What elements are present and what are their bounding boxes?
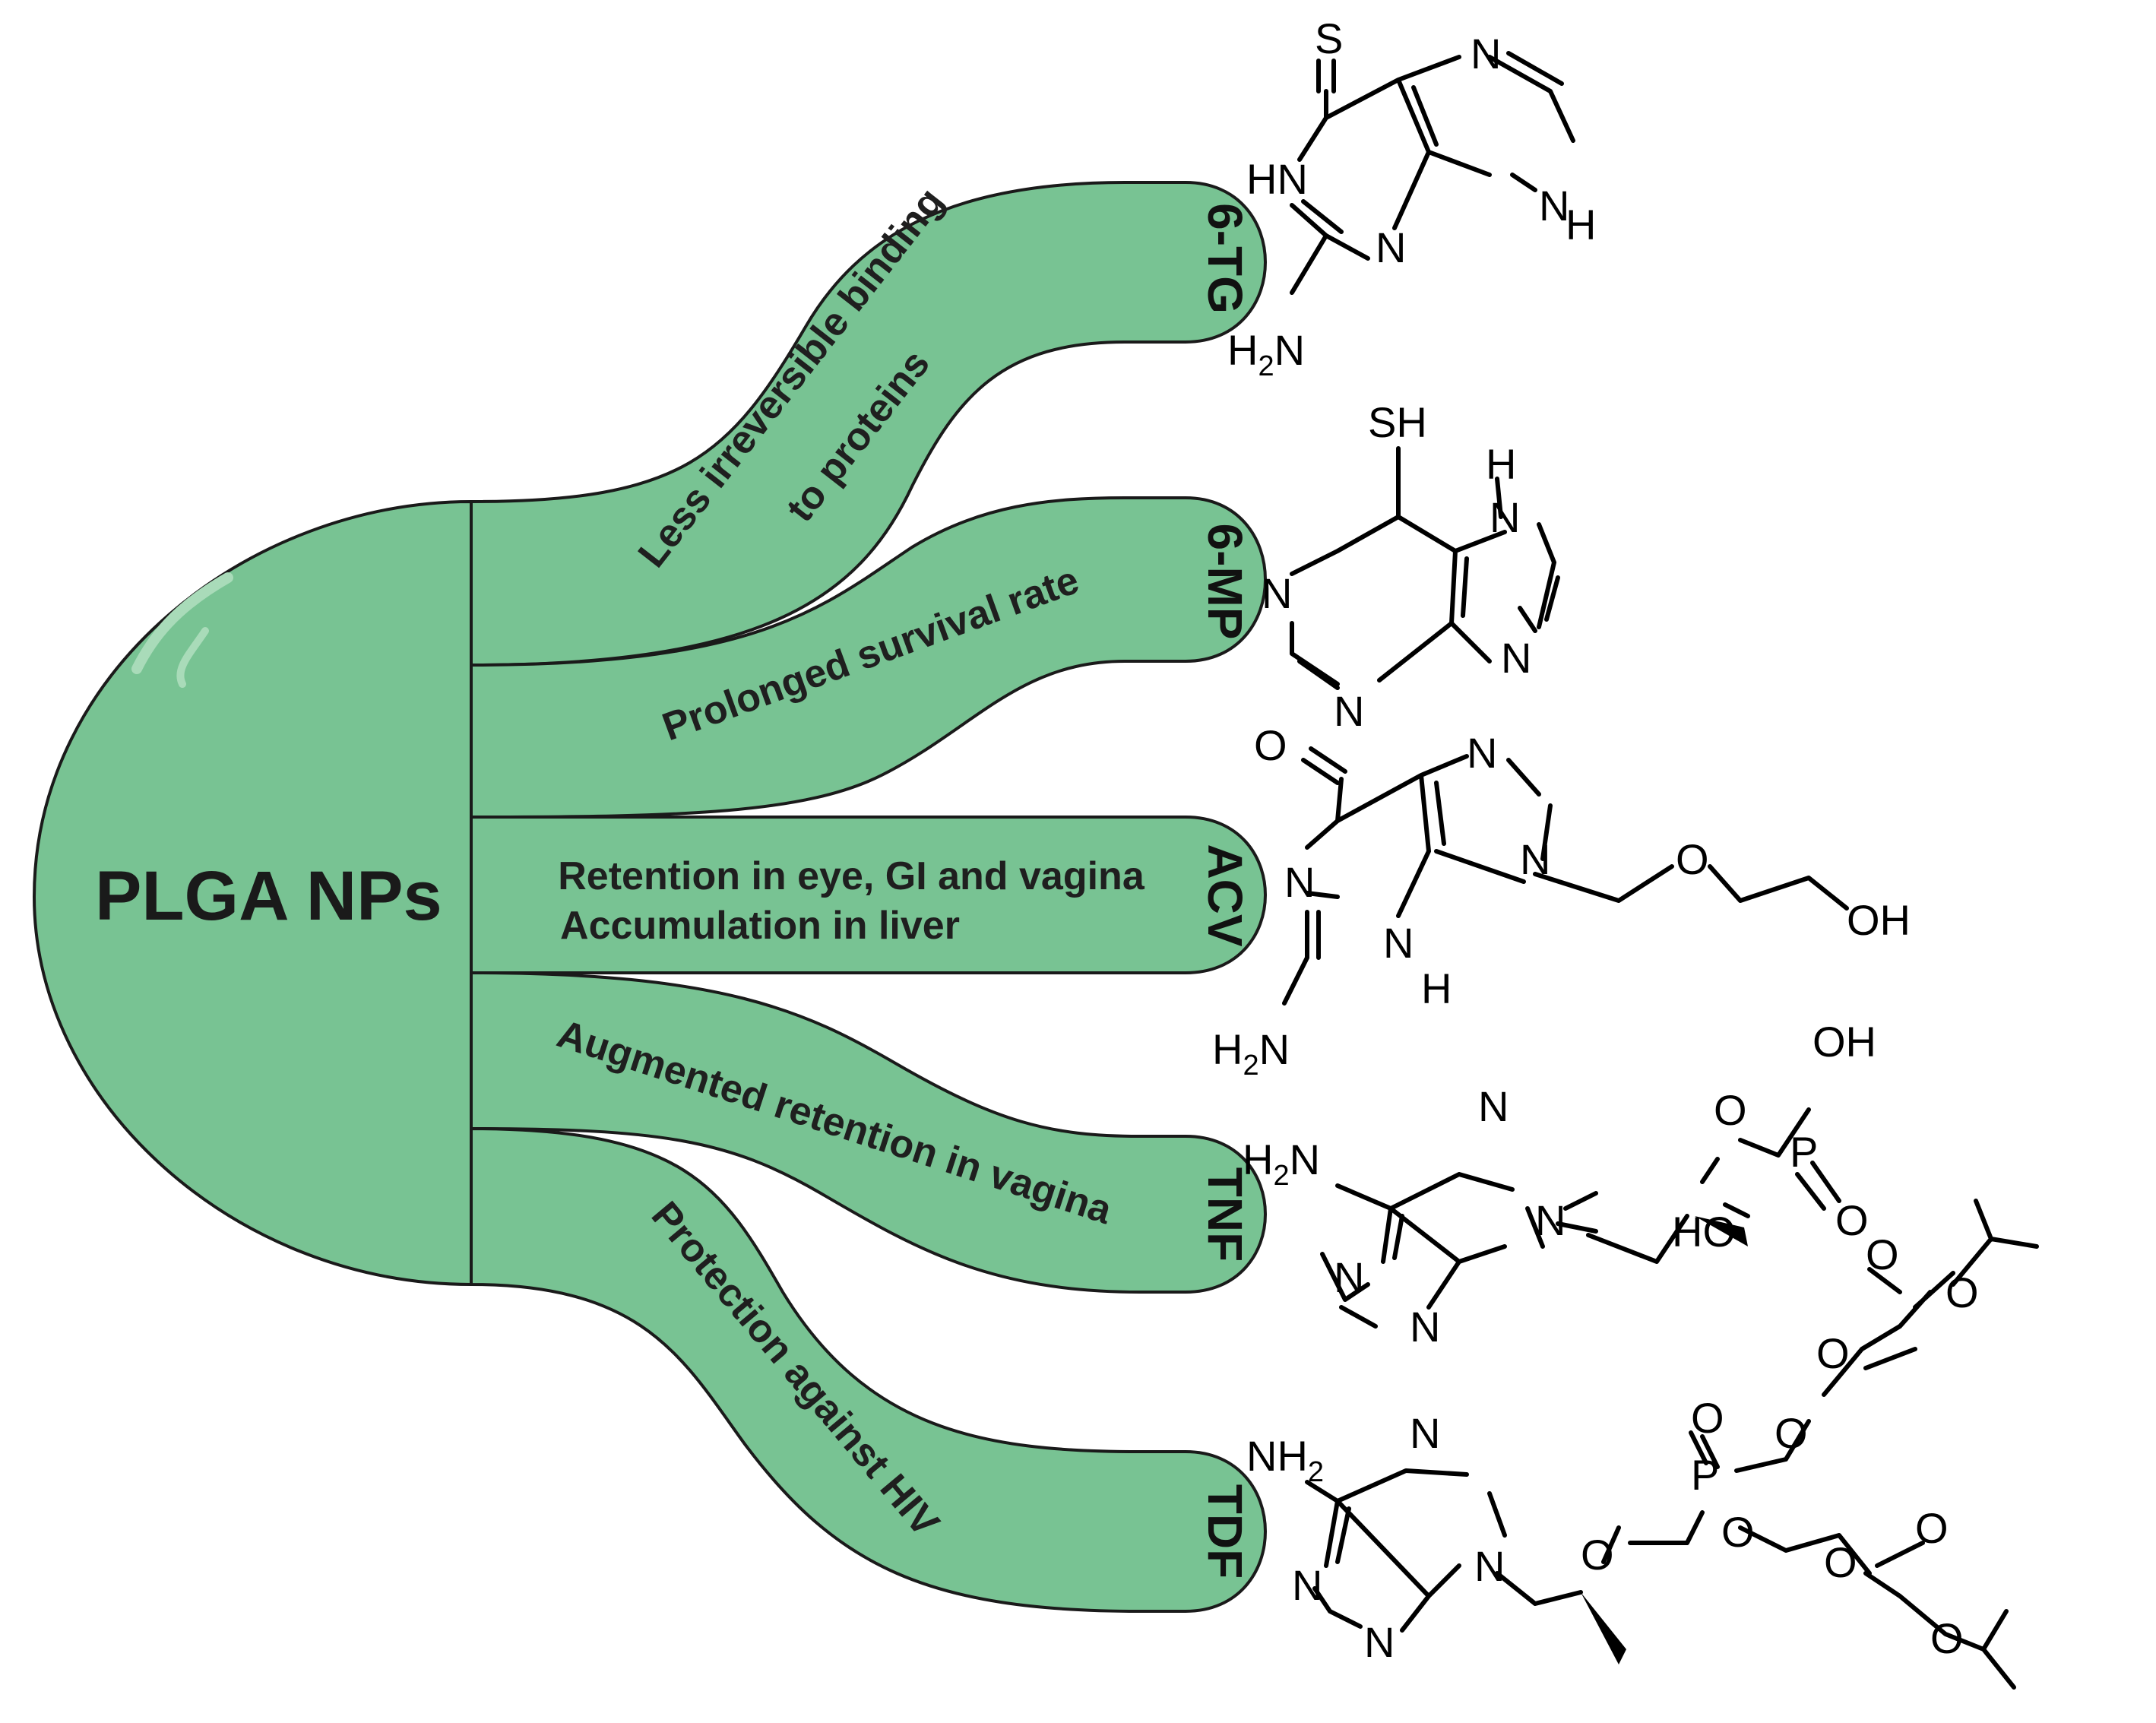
drug-label-6mp: 6-MP	[1198, 524, 1252, 640]
atom-n-right: N	[1501, 634, 1531, 682]
atom-o: O	[1721, 1508, 1755, 1556]
atom-n-bottom: N	[1334, 687, 1364, 735]
atom-o: O	[1775, 1409, 1808, 1457]
atom-o: O	[1254, 721, 1287, 769]
arm-text-acv-line2: Accumulation in liver	[560, 904, 960, 948]
hub-body	[32, 499, 473, 1287]
atom-o-ether: O	[1581, 1531, 1614, 1579]
atom-o: O	[1824, 1538, 1857, 1586]
atom-h2n: H2N	[1212, 1025, 1290, 1082]
hub-label: PLGA NPs	[95, 857, 442, 935]
atom-o-double: O	[1691, 1394, 1724, 1442]
atom-p: P	[1691, 1451, 1719, 1499]
atom-nh-h: H	[1421, 964, 1452, 1012]
drug-label-acv: ACV	[1198, 844, 1252, 946]
atom-ho: HO	[1672, 1208, 1736, 1256]
hub-highlight	[131, 572, 233, 674]
structure-tdf: NH2 N N N N O P O O O O O O O O O	[1246, 1199, 2039, 1690]
drug-label-6tg: 6-TG	[1198, 203, 1252, 314]
atom-nh-n: N	[1539, 182, 1569, 230]
arm-tnf	[470, 971, 1267, 1294]
structure-6mp: SH H N N N N	[1262, 398, 1560, 735]
atom-hn: HN	[1246, 155, 1308, 203]
structure-acv: O N N N N H H2N O OH	[1212, 721, 1911, 1082]
atom-nh-h: H	[1566, 201, 1596, 249]
atom-n-left: N	[1284, 858, 1315, 906]
atom-o-double: O	[1835, 1196, 1869, 1244]
atom-o: O	[1866, 1230, 1899, 1278]
atom-p: P	[1790, 1128, 1818, 1176]
atom-n-top: N	[1410, 1409, 1440, 1457]
arm-text-acv-line1: Retention in eye, GI and vagina	[558, 854, 1145, 898]
atom-n-top: N	[1490, 493, 1520, 541]
hub-shape	[32, 181, 1267, 1613]
atom-n-right: N	[1520, 835, 1550, 883]
atom-n-left: N	[1262, 569, 1292, 617]
atom-oh: OH	[1812, 1018, 1876, 1066]
atom-n-top: N	[1467, 729, 1497, 777]
atom-h: H	[1486, 440, 1516, 488]
atom-n-left: N	[1334, 1253, 1364, 1301]
atom-n-left: N	[1292, 1561, 1322, 1609]
hub-highlight-2	[176, 627, 209, 688]
atom-n-top: N	[1478, 1082, 1509, 1130]
atom-n: N	[1471, 30, 1501, 78]
atom-h2n: H2N	[1243, 1135, 1320, 1192]
atom-o: O	[1816, 1329, 1850, 1377]
atom-o: O	[1915, 1504, 1949, 1552]
arm-tdf	[470, 1126, 1267, 1613]
atom-n: N	[1376, 223, 1406, 271]
atom-sh: SH	[1368, 398, 1427, 446]
arm-6tg	[470, 181, 1267, 667]
atom-o: O	[1945, 1268, 1979, 1316]
atom-s: S	[1315, 14, 1343, 62]
atom-nh-n: N	[1383, 919, 1414, 967]
atom-o-ether: O	[1676, 835, 1709, 883]
drug-label-tdf: TDF	[1198, 1484, 1252, 1579]
atom-o: O	[1930, 1614, 1964, 1662]
atom-n-right: N	[1535, 1196, 1566, 1244]
structure-tnf: H2N N N N N O P OH O HO	[1243, 1018, 1876, 1351]
atom-n-right: N	[1474, 1542, 1505, 1590]
atom-n-bottom: N	[1364, 1618, 1395, 1666]
structure-6tg: S N HN N N H H2N	[1227, 14, 1596, 382]
atom-n-bottom: N	[1410, 1303, 1440, 1351]
drug-label-tnf: TNF	[1198, 1167, 1252, 1262]
arm-6mp	[470, 496, 1267, 819]
atom-o-ether: O	[1714, 1086, 1747, 1134]
atom-h2n: H2N	[1227, 326, 1305, 382]
atom-nh2: NH2	[1246, 1432, 1324, 1488]
atom-oh: OH	[1847, 896, 1911, 944]
arm-acv	[470, 816, 1267, 974]
